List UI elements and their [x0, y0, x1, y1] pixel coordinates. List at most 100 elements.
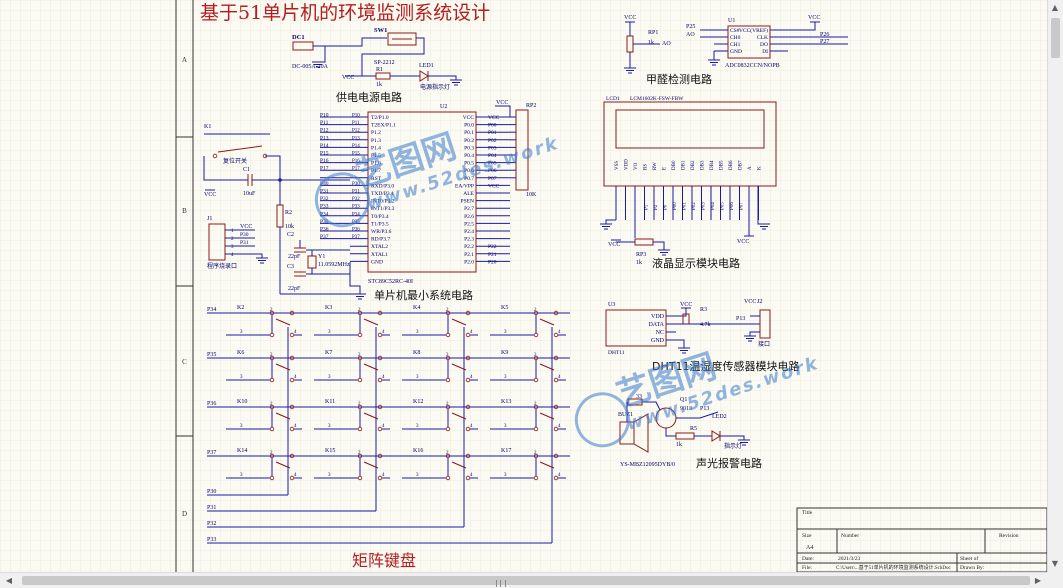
- mcu-net-label: P32: [320, 196, 329, 202]
- switch-terminal: [269, 475, 275, 481]
- title-block: [796, 507, 1047, 572]
- ao-net-label: AO: [662, 41, 671, 47]
- scroll-left-arrow-icon[interactable]: ◀: [5, 575, 13, 585]
- key-pin-number: 3: [240, 375, 243, 380]
- lcd-pin-name: VSS: [615, 161, 620, 170]
- switch-terminal: [445, 426, 451, 432]
- key-pin-number: 3: [240, 330, 243, 335]
- key-switch-lever: [363, 412, 379, 420]
- r5-label: R5: [690, 426, 697, 432]
- adc-pin-name: DO: [760, 42, 768, 48]
- buzzer-horn-icon: [633, 413, 649, 453]
- mcu-net-label: P01: [488, 130, 497, 136]
- rp2-value: 10K: [526, 192, 537, 198]
- matrix-key-label[interactable]: K13: [501, 399, 511, 405]
- key-pin-number: 3: [328, 330, 331, 335]
- matrix-key-label[interactable]: K4: [413, 305, 420, 311]
- key-pin-number: 2: [534, 402, 537, 407]
- header-pin-number: 1: [231, 229, 234, 234]
- switch-terminal: [377, 332, 383, 338]
- matrix-key-label[interactable]: K6: [237, 350, 244, 356]
- key-pin-number: 3: [504, 375, 507, 380]
- switch-terminal: [465, 355, 471, 361]
- scroll-right-arrow-icon[interactable]: ▶: [1034, 575, 1042, 585]
- matrix-key-label[interactable]: K17: [501, 448, 511, 454]
- key-pin-number: 2: [446, 451, 449, 456]
- vcc-label: VCC: [496, 100, 508, 106]
- mcu-pin-number: P32: [352, 197, 360, 202]
- switch-terminal: [269, 404, 275, 410]
- key-pin-number: 2: [270, 402, 273, 407]
- mcu-net-label: P02: [488, 138, 497, 144]
- key-switch-lever: [275, 461, 291, 469]
- dht-circuit-heading: DHT11温湿度传感器模块电路: [652, 359, 799, 373]
- key-pin-number: 4: [558, 473, 561, 478]
- matrix-key-label[interactable]: K10: [237, 399, 247, 405]
- u1-label: U1: [728, 18, 735, 24]
- mcu-pin-name: P0.4: [464, 153, 474, 159]
- alarm-wire: [665, 428, 676, 437]
- reset-note: 复位开关: [223, 157, 247, 165]
- p25-net-label: P25: [686, 24, 695, 30]
- lcd-net-label: P02: [692, 202, 697, 210]
- matrix-key-label[interactable]: K15: [325, 448, 335, 454]
- zone-letter: D: [182, 510, 187, 518]
- lcd-pin-name: DB6: [729, 160, 734, 170]
- mcu-pin-name: P1.4: [371, 145, 381, 151]
- mcu-net-label: P36: [320, 227, 329, 233]
- switch-terminal: [553, 453, 559, 459]
- horizontal-scrollbar[interactable]: ◀ ▶: [0, 572, 1047, 588]
- horizontal-scroll-thumb[interactable]: [22, 576, 1030, 587]
- dht-wire: [676, 339, 685, 348]
- matrix-key-label[interactable]: K14: [237, 448, 247, 454]
- matrix-key-label[interactable]: K12: [413, 399, 423, 405]
- lcd-net-label: P03: [702, 202, 707, 210]
- led1-label: LED1: [419, 63, 434, 69]
- power-circuit-heading: 供电电源电路: [336, 90, 402, 104]
- c1-value: 10uF: [243, 191, 256, 197]
- switch-terminal: [445, 377, 451, 383]
- matrix-key-label[interactable]: K3: [325, 305, 332, 311]
- key-pin-number: 4: [294, 375, 297, 380]
- switch-terminal: [533, 310, 539, 316]
- mcu-net-label: P21: [488, 252, 497, 258]
- matrix-key-label[interactable]: K2: [237, 305, 244, 311]
- matrix-key-label[interactable]: K7: [325, 350, 332, 356]
- lcd-circuit-heading: 液晶显示模块电路: [652, 256, 740, 270]
- matrix-key-label[interactable]: K11: [325, 399, 335, 405]
- matrix-key-label[interactable]: K8: [413, 350, 420, 356]
- switch-terminal: [289, 404, 295, 410]
- c2-label: C2: [287, 232, 294, 238]
- key-switch-lever: [363, 318, 379, 326]
- page-title: 基于51单片机的环境监测系统设计: [200, 2, 490, 24]
- mcu-pin-name: T2EX/P1.1: [371, 123, 396, 129]
- j2-note: 接口: [758, 340, 770, 348]
- key-pin-number: 2: [358, 353, 361, 358]
- p13-net-label: P13: [700, 406, 709, 412]
- mcu-net-label: P10: [320, 113, 329, 119]
- vertical-scroll-thumb[interactable]: [1051, 18, 1060, 58]
- header-pin-number: 2: [231, 237, 234, 242]
- switch-terminal: [377, 453, 383, 459]
- led2-note: 指示灯: [724, 442, 742, 450]
- matrix-key-label[interactable]: K16: [413, 448, 423, 454]
- j1-note: 程序烧录口: [207, 262, 237, 270]
- buzzer-part-label: YS-MBZ12095DYB/0: [620, 462, 675, 468]
- mcu-net-label: P17: [320, 166, 329, 172]
- c3-label: C3: [287, 264, 294, 270]
- key-pin-number: 4: [470, 424, 473, 429]
- mcu-pin-name: P0.2: [464, 138, 474, 144]
- alarm-wire: [642, 401, 661, 411]
- r3-label: R3: [700, 307, 707, 313]
- r2-value: 10k: [285, 224, 294, 230]
- matrix-key-label[interactable]: K9: [501, 350, 508, 356]
- q1-label: Q1: [680, 397, 687, 403]
- switch-terminal: [553, 404, 559, 410]
- scroll-up-arrow-icon[interactable]: ▲: [1051, 2, 1059, 12]
- matrix-key-label[interactable]: K5: [501, 305, 508, 311]
- mcu-pin-number: P30: [352, 182, 360, 187]
- vertical-scrollbar[interactable]: ▲ ▼: [1047, 0, 1063, 572]
- scroll-down-arrow-icon[interactable]: ▼: [1051, 558, 1059, 568]
- schematic-canvas[interactable]: ABCD基于51单片机的环境监测系统设计DC1DC-005A-20ASW1SP-…: [0, 0, 1047, 572]
